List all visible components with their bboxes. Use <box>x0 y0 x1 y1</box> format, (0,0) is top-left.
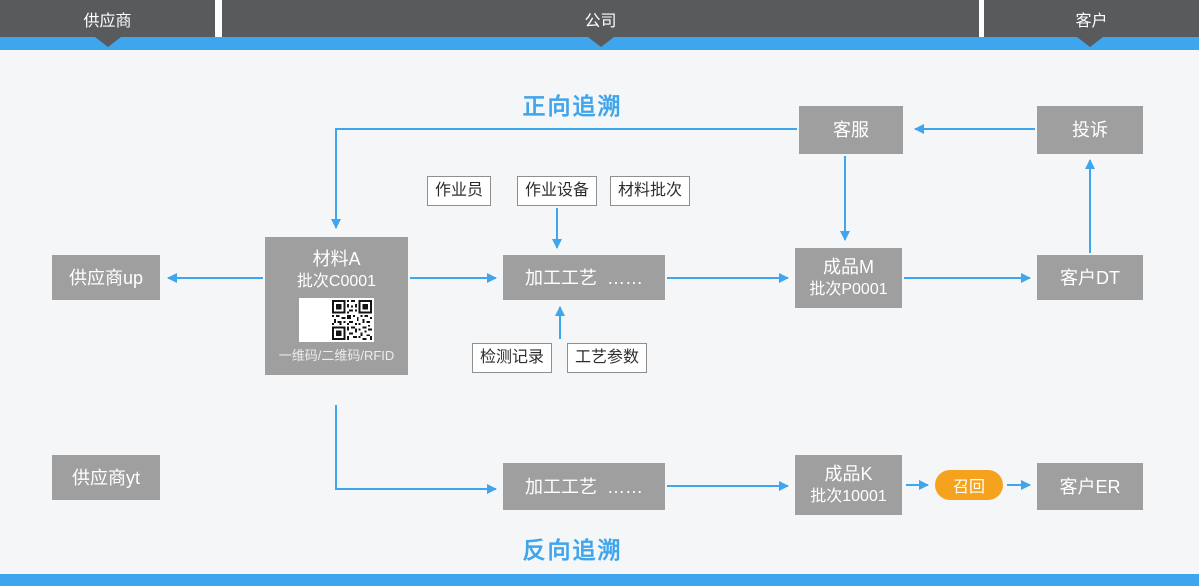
node-product-k-title: 成品K <box>824 464 873 484</box>
node-complaint: 投诉 <box>1037 106 1143 154</box>
lane-header-company: 公司 <box>222 0 979 37</box>
tag-operator: 作业员 <box>427 176 492 206</box>
notch-triangle-company <box>588 37 614 47</box>
node-product-m-title: 成品M <box>823 257 874 277</box>
node-customer-er: 客户ER <box>1037 463 1143 510</box>
node-customer-dt: 客户DT <box>1037 255 1143 300</box>
node-customer-er-label: 客户ER <box>1059 476 1121 497</box>
node-customer-service: 客服 <box>799 106 903 154</box>
recall-badge: 召回 <box>935 470 1003 500</box>
lane-header-customer-label: 客户 <box>1075 12 1108 30</box>
node-product-k-batch: 批次10001 <box>810 488 887 505</box>
node-product-m: 成品M 批次P0001 <box>795 248 902 308</box>
tag-inspection-record: 检测记录 <box>472 343 553 373</box>
tag-process-parameters: 工艺参数 <box>567 343 648 373</box>
node-customer-service-label: 客服 <box>833 120 869 140</box>
node-complaint-label: 投诉 <box>1072 120 1108 140</box>
lane-header-supplier: 供应商 <box>0 0 215 37</box>
tag-material-batch: 材料批次 <box>610 176 691 206</box>
arrow-material-to-process-bottom <box>335 405 497 494</box>
backward-trace-title: 反向追溯 <box>522 537 623 563</box>
forward-trace-title: 正向追溯 <box>522 93 623 119</box>
recall-badge-label: 召回 <box>952 479 985 496</box>
node-material-a-title: 材料A <box>312 249 361 269</box>
node-process-bottom-label: 加工工艺 …… <box>524 476 643 497</box>
node-supplier-up-label: 供应商up <box>68 267 144 288</box>
node-supplier-yt: 供应商yt <box>52 455 160 500</box>
node-material-a-batch: 批次C0001 <box>296 273 377 290</box>
node-product-k: 成品K 批次10001 <box>795 455 902 515</box>
lane-header-supplier-label: 供应商 <box>83 12 132 30</box>
qr-code-icon <box>299 298 374 342</box>
node-process-top-label: 加工工艺 …… <box>524 267 643 288</box>
node-product-m-batch: 批次P0001 <box>809 281 888 298</box>
tag-equipment: 作业设备 <box>517 176 598 206</box>
node-supplier-up: 供应商up <box>52 255 160 300</box>
node-customer-dt-label: 客户DT <box>1060 267 1120 288</box>
node-process-bottom: 加工工艺 …… <box>503 463 665 510</box>
node-material-a-code-label: 一维码/二维码/RFID <box>278 348 395 363</box>
node-process-top: 加工工艺 …… <box>503 255 665 300</box>
lane-header-customer: 客户 <box>984 0 1199 37</box>
lane-header-company-label: 公司 <box>584 12 617 30</box>
node-supplier-yt-label: 供应商yt <box>71 467 140 488</box>
arrow-service-to-material <box>331 128 797 229</box>
notch-triangle-customer <box>1077 37 1103 47</box>
node-material-a: 材料A 批次C0001 一维码/二维码/RFID <box>265 237 408 375</box>
bottom-accent-bar <box>0 574 1199 586</box>
notch-triangle-supplier <box>95 37 121 47</box>
